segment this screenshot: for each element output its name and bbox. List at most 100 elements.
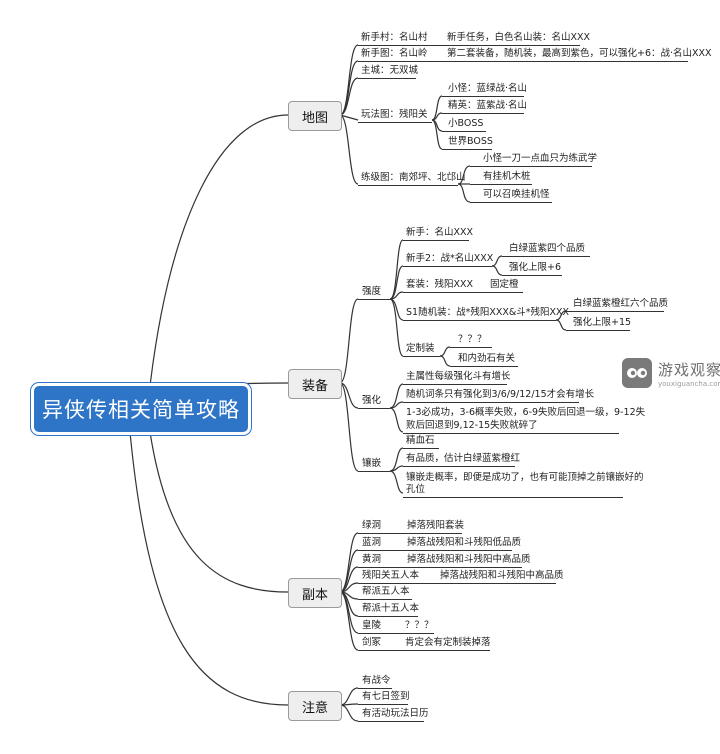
node-s5-item[interactable]: 和内劲石有关 bbox=[458, 353, 516, 364]
node-note[interactable]: 有活动玩法日历 bbox=[362, 708, 429, 719]
category-notes[interactable]: 注意 bbox=[288, 691, 342, 721]
underline bbox=[358, 567, 522, 568]
underline bbox=[403, 266, 492, 267]
node-strength-item[interactable]: 套装：残阳XXX bbox=[406, 279, 474, 290]
node-s5-item[interactable]: ？？？ bbox=[458, 334, 487, 345]
node-strength-item[interactable]: 新手2：战*名山XXX bbox=[406, 253, 494, 264]
underline bbox=[403, 433, 619, 434]
node-inlay-item[interactable]: 有品质，估计白绿蓝紫橙红 bbox=[406, 453, 521, 464]
underline bbox=[470, 166, 592, 167]
watermark-url: youxiguancha.com bbox=[658, 379, 720, 388]
category-map[interactable]: 地图 bbox=[288, 101, 342, 131]
underline bbox=[358, 721, 424, 722]
node-dungeon-name[interactable]: 黄洞 bbox=[362, 554, 382, 565]
node-dungeon-detail[interactable]: 掉落战残阳和斗残阳低品质 bbox=[407, 537, 522, 548]
underline bbox=[358, 583, 556, 584]
node-dungeon-detail[interactable]: 掉落战残阳和斗残阳中高品质 bbox=[440, 570, 564, 581]
underline bbox=[358, 408, 390, 409]
underline bbox=[442, 131, 486, 132]
underline bbox=[403, 402, 579, 403]
category-dungeon[interactable]: 副本 bbox=[288, 578, 342, 608]
underline bbox=[502, 256, 590, 257]
node-dungeon-name[interactable]: 残阳关五人本 bbox=[362, 570, 420, 581]
underline bbox=[358, 616, 418, 617]
node-dungeon-detail[interactable]: ？？？ bbox=[405, 620, 434, 631]
node-enhance-detail-line2[interactable]: 败后回退到9,12-15失败就碎了 bbox=[406, 420, 538, 431]
node-training-item[interactable]: 小怪一刀一点血只为练武学 bbox=[483, 153, 598, 164]
underline bbox=[358, 61, 688, 62]
node-s3-detail[interactable]: 固定橙 bbox=[490, 279, 519, 290]
node-dungeon-name[interactable]: 帮派十五人本 bbox=[362, 603, 420, 614]
underline bbox=[358, 688, 392, 689]
underline bbox=[358, 45, 580, 46]
node-dungeon-detail[interactable]: 掉落残阳套装 bbox=[407, 520, 465, 531]
underline bbox=[566, 330, 630, 331]
underline bbox=[403, 320, 556, 321]
underline bbox=[566, 311, 664, 312]
category-equipment[interactable]: 装备 bbox=[288, 369, 342, 399]
node-inlay-detail-line2[interactable]: 孔位 bbox=[406, 484, 426, 495]
underline bbox=[403, 497, 623, 498]
root-topic[interactable]: 异侠传相关简单攻略 bbox=[34, 386, 248, 432]
node-play-map-item[interactable]: 小BOSS bbox=[448, 118, 484, 129]
node-dungeon-detail[interactable]: 掉落战残阳和斗残阳中高品质 bbox=[407, 554, 531, 565]
node-newbie-village[interactable]: 新手村：名山村 bbox=[361, 32, 428, 43]
node-note[interactable]: 有战令 bbox=[362, 675, 391, 686]
node-play-map[interactable]: 玩法图：残阳关 bbox=[361, 109, 428, 120]
watermark-title: 游戏观察 bbox=[658, 360, 720, 379]
node-enhance-detail-line1[interactable]: 1-3必成功，3-6概率失败，6-9失败后回退一级，9-12失 bbox=[406, 407, 646, 418]
underline bbox=[403, 240, 469, 241]
node-dungeon-name[interactable]: 帮派五人本 bbox=[362, 586, 410, 597]
node-enhance[interactable]: 强化 bbox=[362, 395, 382, 406]
node-dungeon-detail[interactable]: 肯定会有定制装掉落 bbox=[405, 637, 491, 648]
underline bbox=[403, 356, 440, 357]
node-s4-item[interactable]: 白绿蓝紫橙红六个品质 bbox=[573, 298, 669, 309]
node-s2-item[interactable]: 强化上限+6 bbox=[509, 262, 562, 273]
node-training-map[interactable]: 练级图：南郊坪、北邙山 bbox=[361, 172, 466, 183]
node-play-map-item[interactable]: 世界BOSS bbox=[448, 136, 493, 147]
underline bbox=[470, 202, 552, 203]
underline bbox=[358, 650, 490, 651]
watermark: 游戏观察 youxiguancha.com bbox=[622, 358, 720, 388]
node-inlay[interactable]: 镶嵌 bbox=[362, 458, 382, 469]
node-strength-item[interactable]: S1随机装：战*残阳XXX&斗*残阳XXX bbox=[406, 307, 570, 318]
node-main-city[interactable]: 主城：无双城 bbox=[361, 65, 419, 76]
node-note[interactable]: 有七日签到 bbox=[362, 691, 410, 702]
node-dungeon-name[interactable]: 蓝洞 bbox=[362, 537, 382, 548]
node-newbie-village-detail[interactable]: 新手任务，白色名山装：名山XXX bbox=[447, 32, 591, 43]
node-training-item[interactable]: 可以召唤挂机怪 bbox=[483, 189, 550, 200]
node-strength[interactable]: 强度 bbox=[362, 286, 382, 297]
underline bbox=[358, 78, 416, 79]
node-enhance-item[interactable]: 随机词条只有强化到3/6/9/12/15才会有增长 bbox=[406, 389, 595, 400]
node-play-map-item[interactable]: 精英：蓝紫战·名山 bbox=[448, 100, 528, 111]
node-dungeon-name[interactable]: 皇陵 bbox=[362, 620, 382, 631]
underline bbox=[358, 599, 412, 600]
underline bbox=[358, 185, 458, 186]
underline bbox=[403, 466, 515, 467]
underline bbox=[403, 448, 439, 449]
node-dungeon-name[interactable]: 绿洞 bbox=[362, 520, 382, 531]
underline bbox=[442, 96, 524, 97]
node-training-item[interactable]: 有挂机木桩 bbox=[483, 171, 531, 182]
node-play-map-item[interactable]: 小怪：蓝绿战·名山 bbox=[448, 83, 528, 94]
eyes-icon bbox=[622, 358, 652, 388]
underline bbox=[403, 292, 523, 293]
node-newbie-map-detail[interactable]: 第二套装备，随机装，最高到紫色，可以强化+6：战·名山XXX bbox=[447, 48, 712, 59]
underline bbox=[358, 633, 434, 634]
node-strength-item[interactable]: 新手：名山XXX bbox=[406, 227, 474, 238]
node-strength-item[interactable]: 定制装 bbox=[406, 343, 435, 354]
underline bbox=[358, 550, 512, 551]
underline bbox=[358, 471, 390, 472]
node-s4-item[interactable]: 强化上限+15 bbox=[573, 317, 632, 328]
node-newbie-map[interactable]: 新手图：名山岭 bbox=[361, 48, 428, 59]
node-s2-item[interactable]: 白绿蓝紫四个品质 bbox=[509, 243, 586, 254]
underline bbox=[502, 275, 562, 276]
node-dungeon-name[interactable]: 剑冢 bbox=[362, 637, 382, 648]
underline bbox=[450, 347, 492, 348]
node-enhance-item[interactable]: 主属性每级强化斗有增长 bbox=[406, 371, 511, 382]
node-inlay-detail-line1[interactable]: 镶嵌走概率，即便是成功了，也有可能顶掉之前镶嵌好的 bbox=[406, 472, 644, 483]
underline bbox=[450, 366, 518, 367]
node-inlay-item[interactable]: 精血石 bbox=[406, 435, 435, 446]
underline bbox=[358, 122, 432, 123]
